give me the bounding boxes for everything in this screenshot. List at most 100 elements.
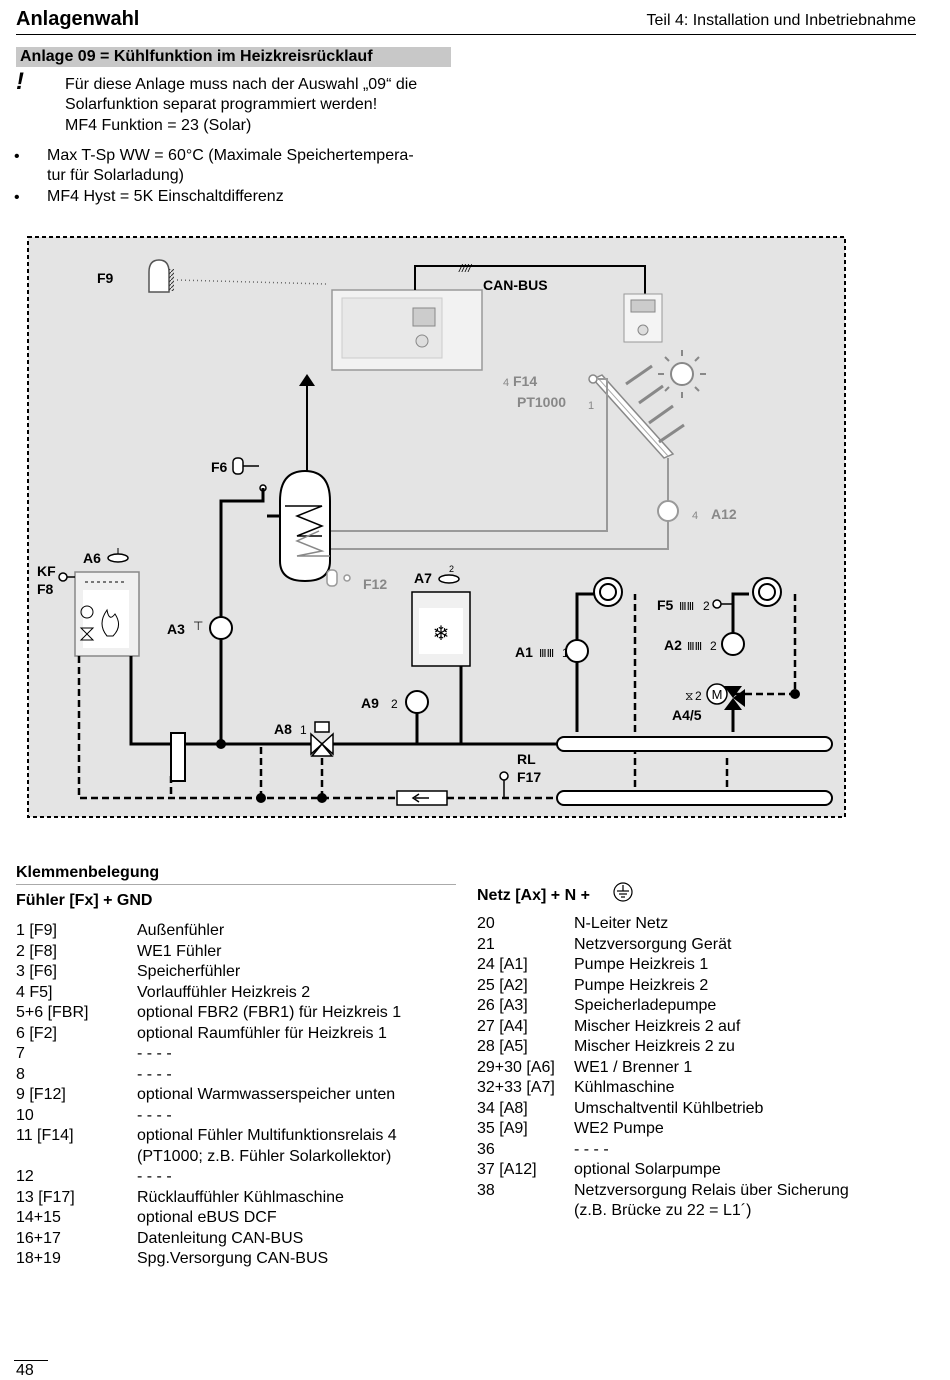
description-cell: Speicherfühler (137, 963, 241, 980)
storage-tank-icon (279, 469, 331, 583)
part-title: Teil 4: Installation und Inbetriebnahme (646, 12, 916, 29)
label-pt1000-num: 1 (588, 400, 594, 412)
terminal-cell: 7 (16, 1045, 25, 1062)
description-cell: Pumpe Heizkreis 1 (574, 956, 709, 973)
description-cell: Umschaltventil Kühlbetrieb (574, 1099, 764, 1117)
solar-pump-icon (657, 500, 679, 522)
controller-device (331, 289, 483, 371)
label-a9: A9 (361, 695, 379, 711)
warning-mark: ! (16, 68, 24, 95)
terminal-cell: 27 [A4] (477, 1017, 528, 1035)
junction-dots (216, 689, 800, 803)
chiller-icon: ❄ (411, 591, 471, 667)
footer-rule (14, 1360, 48, 1361)
description-cell: optional Solarpumpe (574, 1161, 721, 1178)
label-kf: KF (37, 563, 56, 579)
bullet-line: Max T-Sp WW = 60°C (Maximale Speichertem… (47, 147, 414, 164)
description-cell: Vorlauffühler Heizkreis 2 (137, 983, 311, 1001)
solar-collector-icon (588, 374, 675, 459)
description-cell: Datenleitung CAN-BUS (137, 1229, 304, 1247)
description-cell: Mischer Heizkreis 2 zu (574, 1038, 735, 1055)
hydraulic-diagram: F9 //// CAN-BUS F14 4 PT1 (27, 236, 846, 818)
note-line: MF4 Funktion = 23 (Solar) (65, 117, 252, 134)
description-cell: Pumpe Heizkreis 2 (574, 976, 709, 994)
mixer-glyph-icon: ⧖ (685, 689, 693, 703)
description-cell: Speicherladepumpe (574, 997, 717, 1014)
label-a8: A8 (274, 721, 292, 737)
label-f8: F8 (37, 581, 54, 597)
description-cell: optional FBR2 (FBR1) für Heizkreis 1 (137, 1004, 402, 1021)
terminal-cell: 11 [F14] (16, 1127, 74, 1144)
ground-icon (613, 882, 633, 902)
label-a1-num: 1 (562, 646, 569, 660)
terminal-cell: 25 [A2] (477, 976, 528, 994)
hydraulic-separator (170, 732, 186, 782)
description-cell: optional Raumfühler für Heizkreis 1 (137, 1024, 387, 1042)
supply-manifold (556, 736, 833, 752)
terminal-cell: 32+33 [A7] (477, 1079, 555, 1096)
description-cell: - - - - (137, 1045, 172, 1062)
heating-glyph-icon: ⅢⅢ (539, 648, 554, 660)
terminal-cell: 38 (477, 1181, 495, 1199)
terminal-cell: 36 (477, 1140, 495, 1158)
section-rule (16, 884, 456, 885)
label-f5: F5 (657, 597, 674, 613)
description-cell: Mischer Heizkreis 2 auf (574, 1017, 741, 1035)
description-cell: - - - - (137, 1106, 172, 1124)
label-f12: F12 (363, 576, 387, 592)
terminal-cell: 35 [A9] (477, 1120, 528, 1137)
terminal-cell: 12 (16, 1168, 34, 1185)
terminal-cell: 34 [A8] (477, 1099, 528, 1117)
sensors-header: Fühler [Fx] + GND (16, 892, 153, 909)
label-a45: A4/5 (672, 707, 702, 723)
radiator-icon (752, 577, 782, 607)
tap-sensor-icon (326, 569, 351, 587)
terminal-cell: 14+15 (16, 1209, 61, 1226)
terminal-cell: 8 (16, 1065, 25, 1083)
label-a6: A6 (83, 550, 101, 566)
pump-a2-icon (721, 632, 745, 656)
header-rule (16, 34, 916, 35)
section-title: Anlage 09 = Kühlfunktion im Heizkreisrüc… (20, 48, 373, 65)
label-f5-num: 2 (703, 599, 710, 613)
description-cell: WE1 / Brenner 1 (574, 1058, 693, 1076)
return-manifold (556, 790, 833, 806)
tap-glyph-icon: ⊤ (193, 619, 203, 633)
remote-control-unit (623, 293, 663, 343)
terminal-cell: 28 [A5] (477, 1038, 528, 1055)
description-cell-cont: (PT1000; z.B. Fühler Solarkollektor) (137, 1147, 392, 1165)
terminal-cell: 9 [F12] (16, 1086, 66, 1103)
terminal-cell: 20 (477, 915, 495, 932)
mixer-valve-icon: M (706, 683, 745, 710)
solar-rays-icon (625, 364, 685, 444)
description-cell: optional eBUS DCF (137, 1209, 277, 1226)
description-cell-cont: (z.B. Brücke zu 22 = L1´) (574, 1202, 752, 1219)
terminal-cell: 26 [A3] (477, 997, 528, 1014)
label-a7-num: 2 (449, 564, 454, 574)
bullet-line: tur für Solarladung) (47, 167, 184, 184)
bullet-icon: • (14, 148, 20, 165)
label-a12: A12 (711, 506, 737, 522)
terminal-cell: 3 [F6] (16, 963, 57, 980)
label-rl: RL (517, 751, 536, 767)
terminal-cell: 37 [A12] (477, 1161, 537, 1178)
burner-relay-icon (107, 548, 129, 563)
pump-a1-icon (565, 639, 589, 663)
label-a7: A7 (414, 570, 432, 586)
terminal-cell: 24 [A1] (477, 956, 528, 973)
description-cell: optional Warmwasserspeicher unten (137, 1086, 396, 1103)
label-f9: F9 (97, 270, 114, 286)
label-f6: F6 (211, 459, 228, 475)
heating-glyph-icon: ⅢⅢ (687, 641, 702, 653)
description-cell: Rücklauffühler Kühlmaschine (137, 1188, 344, 1206)
chapter-title: Anlagenwahl (16, 8, 140, 30)
arrow-up-icon (299, 374, 315, 386)
note-line: Solarfunktion separat programmiert werde… (65, 96, 378, 113)
terminal-cell: 29+30 [A6] (477, 1058, 555, 1076)
label-f14: F14 (513, 373, 537, 389)
pump-a9-icon (405, 690, 429, 714)
bus-tick-icon: //// (458, 263, 472, 275)
switch-valve-icon (310, 721, 334, 757)
